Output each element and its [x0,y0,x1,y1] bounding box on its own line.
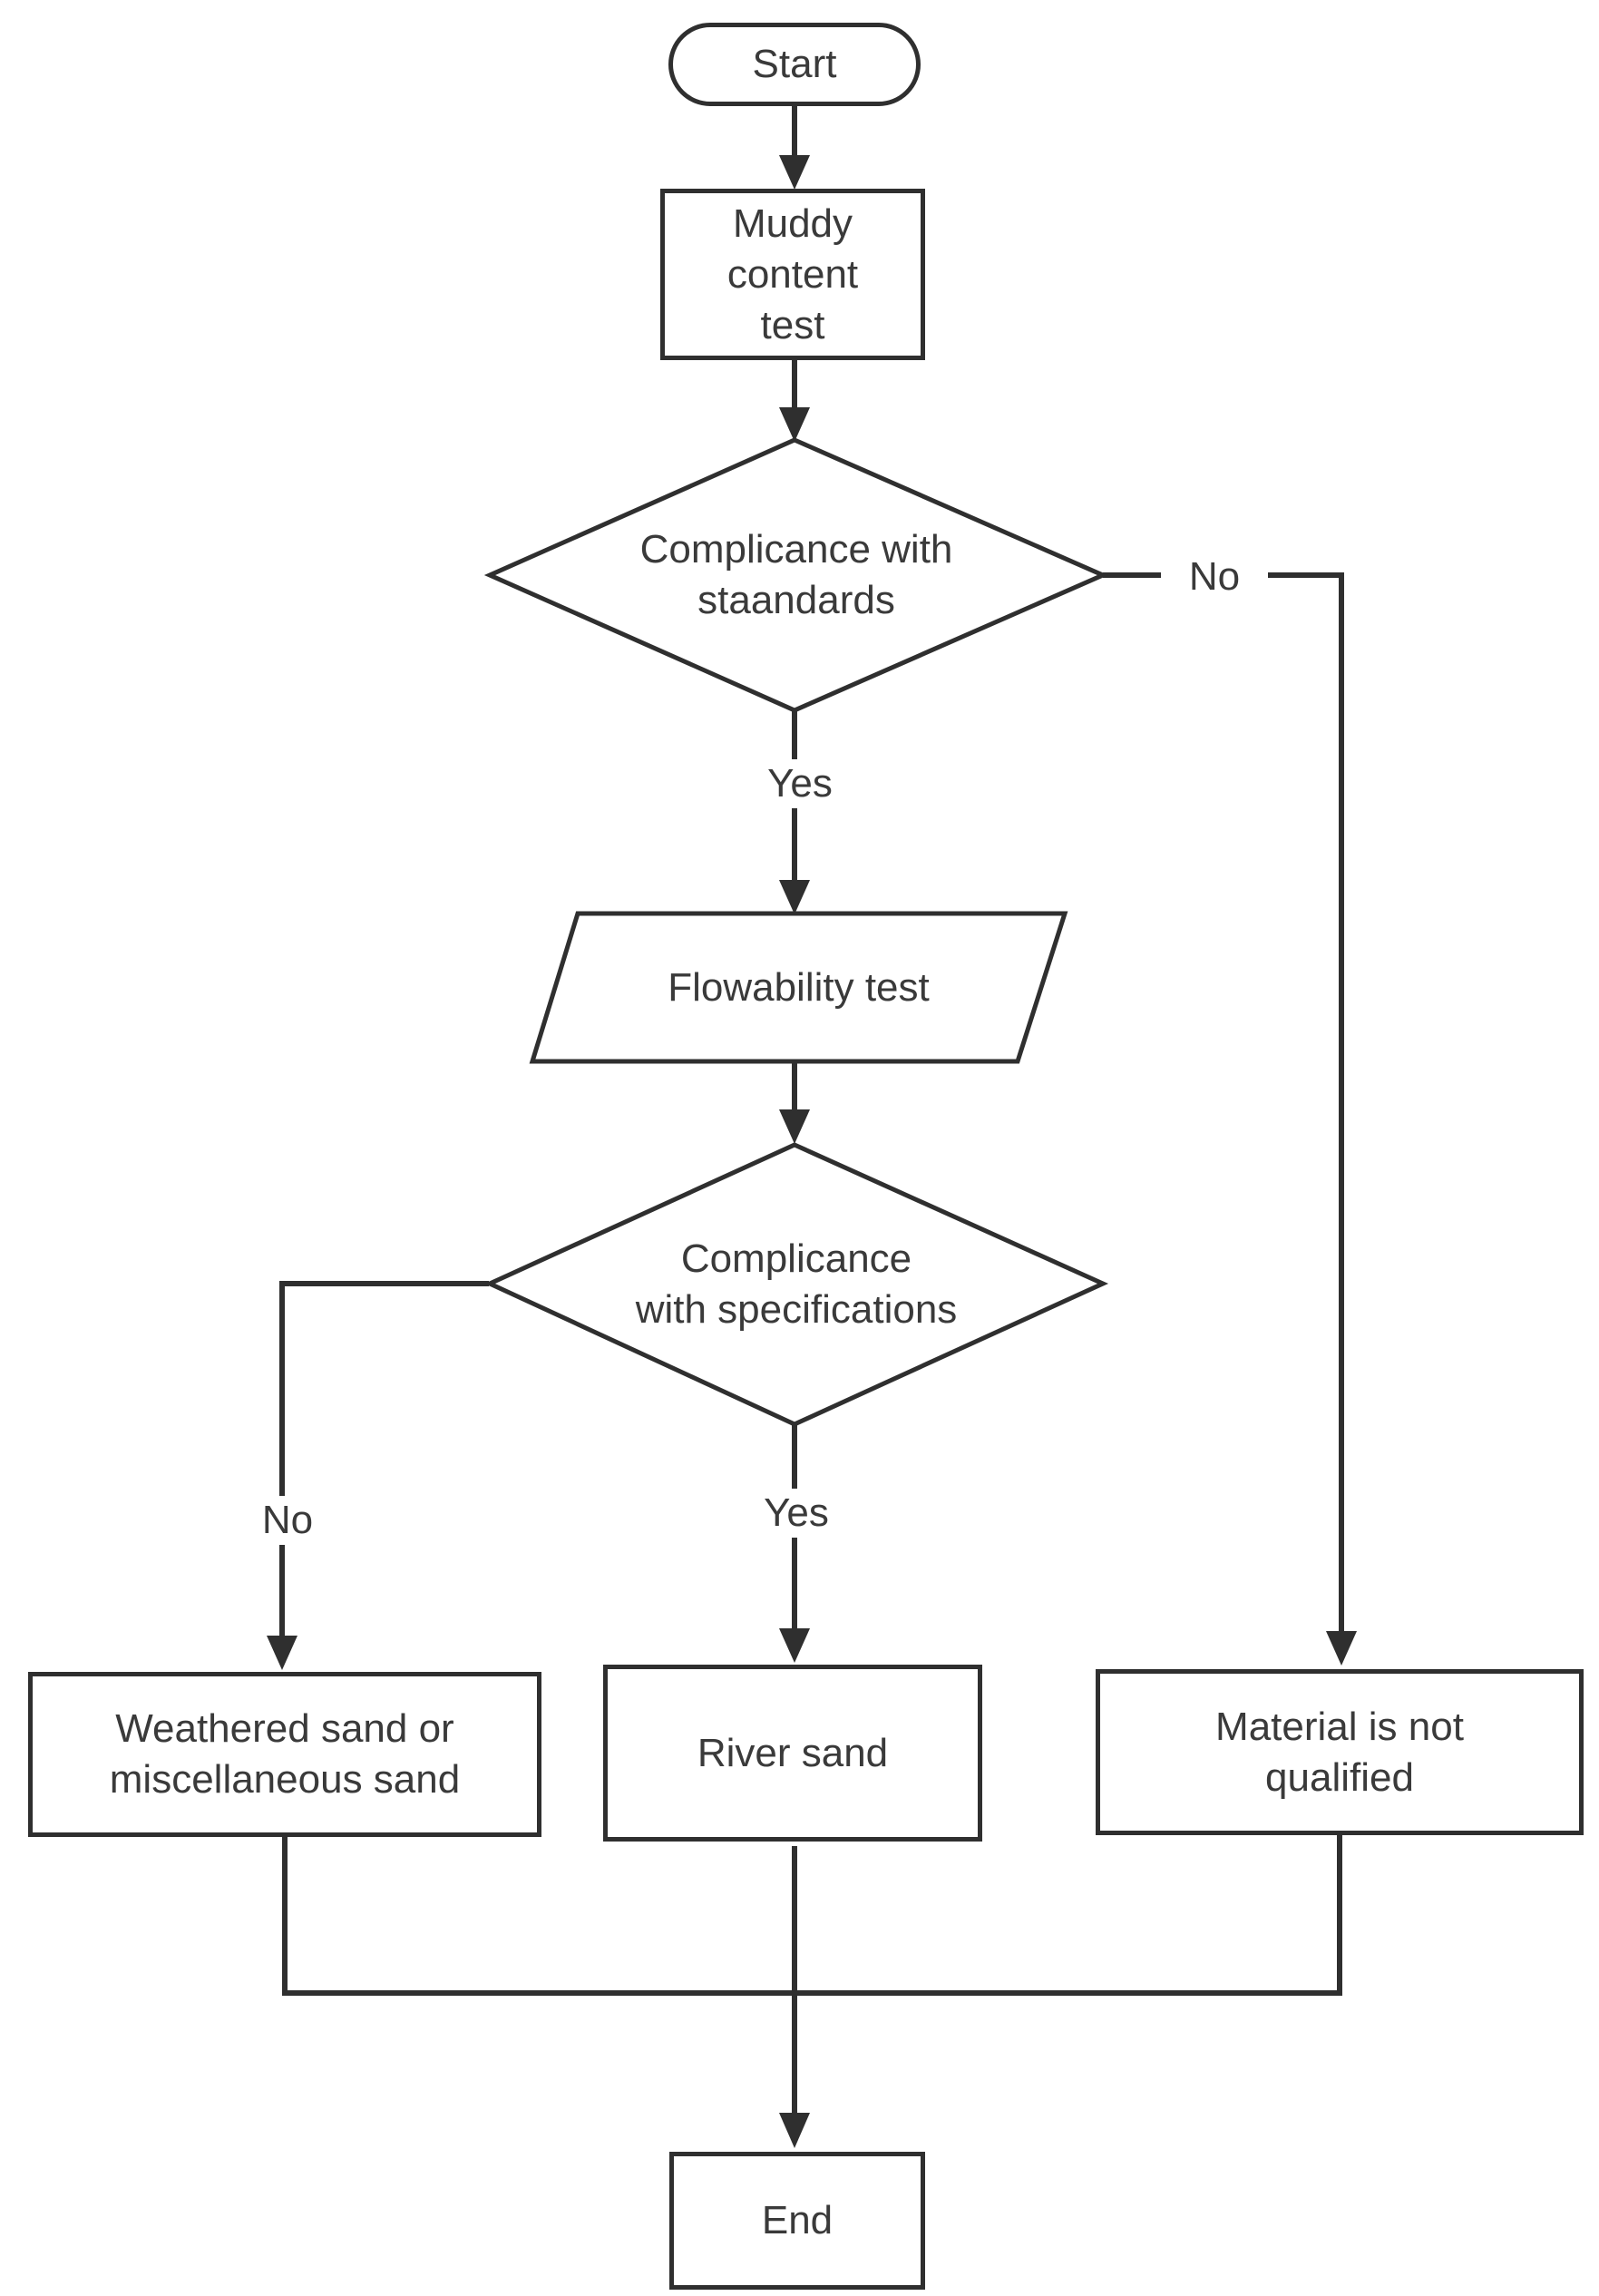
standards-decision-shape [483,437,1109,713]
connector-specifications-no-to-weathered [279,1281,489,1638]
specifications-decision-label: Complicance with specifications [635,1236,958,1332]
start-node: Start [668,23,921,106]
arrowhead-flowability-to-specifications [779,1109,810,1144]
end-node: End [669,2152,925,2290]
arrowhead-muddy-to-standards [779,407,810,442]
material-not-qualified-node: Material is not qualified [1096,1669,1584,1835]
specifications-yes-label: Yes [733,1489,860,1538]
arrowhead-standards-yes-to-flowability [779,880,810,914]
standards-no-label: No [1161,554,1268,600]
muddy-content-test-node: Muddy content test [660,189,925,360]
connector-merge-weathered-river-material [282,1835,1342,1996]
weathered-sand-node: Weathered sand or miscellaneous sand [28,1672,541,1837]
arrowhead-specifications-no-to-weathered [267,1636,297,1670]
arrowhead-specifications-yes-to-river [779,1628,810,1663]
specifications-decision-shape [483,1142,1109,1427]
river-sand-node: River sand [603,1665,982,1842]
arrowhead-start-to-muddy [779,155,810,190]
flowability-test-label: Flowability test [668,964,930,1010]
arrowhead-standards-no-to-not-qualified [1326,1631,1357,1666]
flowability-parallelogram-shape [529,911,1068,1064]
arrowhead-river-to-end [779,2113,810,2148]
specifications-no-label: No [229,1496,346,1545]
standards-yes-label: Yes [736,759,863,808]
connector-standards-no-to-not-qualified [1103,572,1344,1634]
standards-decision-label: Complicance with staandards [639,527,953,622]
